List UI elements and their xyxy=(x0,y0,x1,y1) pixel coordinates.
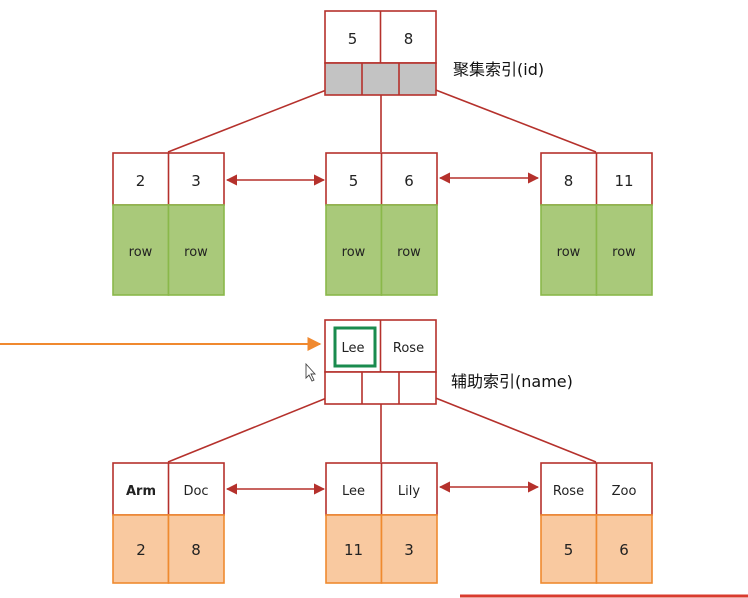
secondary-leaf-key: Arm xyxy=(126,484,156,499)
clustered-leaf-key: 2 xyxy=(136,172,146,190)
clustered-leaf-node: 5 6 row row xyxy=(325,152,438,296)
clustered-leaf-node: 8 11 row row xyxy=(540,152,653,296)
clustered-row-label: row xyxy=(397,245,421,260)
clustered-leaf-key: 8 xyxy=(564,172,574,190)
secondary-pk-value: 5 xyxy=(564,541,574,559)
secondary-leaf-key: Lily xyxy=(398,484,420,499)
clustered-root-pointer-box xyxy=(324,62,437,96)
secondary-pk-cell xyxy=(325,514,383,584)
clustered-row-cell xyxy=(540,204,598,296)
secondary-leaf-node: Arm Doc 2 8 xyxy=(112,462,225,584)
clustered-index-caption: 聚集索引(id) xyxy=(453,60,544,79)
secondary-pk-value: 11 xyxy=(344,541,363,559)
clustered-root-key: 8 xyxy=(404,30,414,48)
clustered-root-key: 5 xyxy=(348,30,358,48)
secondary-pk-cell xyxy=(167,514,225,584)
clustered-edge-right xyxy=(427,86,597,153)
secondary-root-key: Lee xyxy=(341,341,364,356)
secondary-pk-cell xyxy=(380,514,438,584)
secondary-leaf-key: Lee xyxy=(342,484,365,499)
clustered-leaf-key: 11 xyxy=(614,172,633,190)
clustered-leaf-key: 5 xyxy=(349,172,359,190)
secondary-pk-cell xyxy=(112,514,170,584)
secondary-leaf-key: Rose xyxy=(553,484,584,499)
clustered-row-cell xyxy=(595,204,653,296)
secondary-pk-value: 6 xyxy=(619,541,629,559)
secondary-leaf-node: Rose Zoo 5 6 xyxy=(540,462,653,584)
secondary-pk-cell xyxy=(595,514,653,584)
clustered-row-label: row xyxy=(612,245,636,260)
clustered-row-cell xyxy=(325,204,383,296)
clustered-row-cell xyxy=(167,204,225,296)
mouse-cursor-icon xyxy=(305,362,317,382)
clustered-tree-edges xyxy=(167,86,597,153)
secondary-pk-value: 2 xyxy=(136,541,146,559)
clustered-row-label: row xyxy=(557,245,581,260)
secondary-index-caption: 辅助索引(name) xyxy=(451,372,573,391)
secondary-edge-left xyxy=(167,390,345,463)
secondary-root-pointer-box xyxy=(324,371,437,405)
clustered-root-node: 5 8 xyxy=(324,10,437,96)
clustered-row-cell xyxy=(112,204,170,296)
secondary-index: Lee Rose 辅助索引(name) Arm Doc 2 8 Lee Lily… xyxy=(0,319,653,584)
secondary-pk-value: 8 xyxy=(191,541,201,559)
clustered-row-cell xyxy=(380,204,438,296)
clustered-row-label: row xyxy=(184,245,208,260)
secondary-root-node: Lee Rose xyxy=(324,319,437,405)
clustered-leaf-key: 6 xyxy=(404,172,414,190)
secondary-leaf-node: Lee Lily 11 3 xyxy=(325,462,438,584)
secondary-pk-value: 3 xyxy=(404,541,414,559)
secondary-leaf-key: Zoo xyxy=(612,484,637,499)
clustered-row-label: row xyxy=(342,245,366,260)
clustered-index: 5 8 聚集索引(id) 2 3 row row 5 6 row row xyxy=(112,10,653,296)
clustered-row-label: row xyxy=(129,245,153,260)
secondary-edge-right xyxy=(417,390,597,463)
search-highlight-box xyxy=(333,326,377,368)
clustered-edge-left xyxy=(167,86,335,153)
clustered-leaf-key: 3 xyxy=(191,172,201,190)
secondary-root-key: Rose xyxy=(393,341,424,356)
secondary-leaf-key: Doc xyxy=(183,484,208,499)
secondary-pk-cell xyxy=(540,514,598,584)
secondary-tree-edges xyxy=(167,390,597,463)
clustered-leaf-node: 2 3 row row xyxy=(112,152,225,296)
